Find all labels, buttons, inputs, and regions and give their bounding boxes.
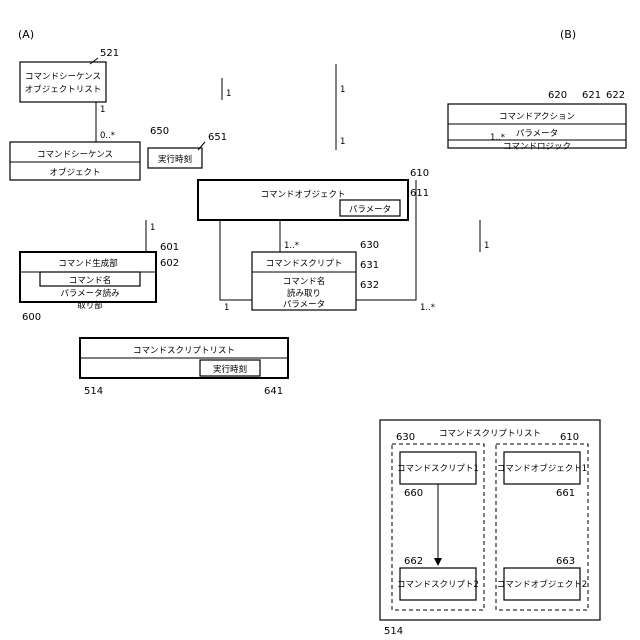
ref-number: 622 <box>606 90 625 101</box>
attr-read-parameter: パラメータ <box>283 300 325 310</box>
ref-number: 610 <box>410 168 429 179</box>
ref-number: 651 <box>208 132 227 143</box>
multiplicity: 1 <box>484 241 489 251</box>
ref-number: 630 <box>360 240 379 251</box>
label: コマンド生成部 <box>58 258 118 269</box>
attr-execution-time: 実行時刻 <box>158 154 192 165</box>
label-line: コマンドシーケンス <box>25 72 101 82</box>
attr-command-logic: コマンドロジック <box>503 142 571 152</box>
command-script-list-diagram-b: コマンドスクリプトリスト 514 630 610 コマンドスクリプト1 660 … <box>380 420 600 637</box>
attr-param-reader: 取り部 <box>77 300 103 311</box>
script2-label: コマンドスクリプト2 <box>397 580 479 590</box>
multiplicity: 1 <box>340 85 345 95</box>
ref-number: 600 <box>22 312 41 323</box>
ref-number: 641 <box>264 386 283 397</box>
label: コマンドオブジェクト <box>260 189 345 200</box>
label-line: コマンドシーケンス <box>37 150 113 160</box>
ref-number: 660 <box>404 488 423 499</box>
multiplicity: 1..* <box>490 133 505 143</box>
attr-command-name: コマンド名 <box>69 275 112 286</box>
multiplicity: 1 <box>150 223 155 233</box>
ref-number: 521 <box>100 48 119 59</box>
label: コマンドアクション <box>499 112 575 122</box>
label: コマンドスクリプトリスト <box>133 346 235 356</box>
ref-number: 663 <box>556 556 575 567</box>
ref-number: 514 <box>384 626 403 637</box>
attr-parameter: パラメータ <box>516 129 558 139</box>
command-object: コマンドオブジェクト パラメータ 610 611 <box>198 168 429 220</box>
label: コマンドスクリプト <box>266 259 343 269</box>
command-sequence-object: コマンドシーケンス オブジェクト 実行時刻 650 651 <box>10 126 227 180</box>
ref-number: 650 <box>150 126 169 137</box>
label-line: オブジェクト <box>49 167 100 178</box>
ref-number: 611 <box>410 188 429 199</box>
section-label-a: (A) <box>18 28 34 41</box>
command-generator: コマンド生成部 コマンド名 パラメータ読み 取り部 600 601 602 <box>20 242 179 323</box>
multiplicity: 1 <box>226 89 231 99</box>
multiplicity: 1 <box>100 105 105 115</box>
ref-number: 601 <box>160 242 179 253</box>
command-script-list: コマンドスクリプトリスト 実行時刻 514 641 <box>80 338 288 397</box>
multiplicity: 1..* <box>284 241 299 251</box>
ref-number: 610 <box>560 432 579 443</box>
attr-param-reader: パラメータ読み <box>60 288 120 299</box>
object2-label: コマンドオブジェクト2 <box>497 579 587 590</box>
ref-number: 631 <box>360 260 379 271</box>
attr-parameter: パラメータ <box>349 205 391 215</box>
multiplicity: 1 <box>340 137 345 147</box>
command-sequence-object-list: コマンドシーケンス オブジェクトリスト 521 <box>20 48 119 102</box>
script1-label: コマンドスクリプト1 <box>397 464 479 474</box>
attr-read-parameter: 読み取り <box>287 288 321 299</box>
ref-number: 661 <box>556 488 575 499</box>
multiplicity: 1 <box>224 303 229 313</box>
attr-command-name: コマンド名 <box>283 276 326 287</box>
ref-number: 630 <box>396 432 415 443</box>
attr-execution-time: 実行時刻 <box>213 364 247 375</box>
outer-title: コマンドスクリプトリスト <box>439 429 541 439</box>
ref-number: 621 <box>582 90 601 101</box>
ref-number: 632 <box>360 280 379 291</box>
ref-number: 662 <box>404 556 423 567</box>
ref-number: 620 <box>548 90 567 101</box>
multiplicity: 0..* <box>100 131 115 141</box>
ref-number: 514 <box>84 386 103 397</box>
section-label-b: (B) <box>560 28 576 41</box>
label-line: オブジェクトリスト <box>25 84 102 95</box>
ref-number: 602 <box>160 258 179 269</box>
multiplicity: 1..* <box>420 303 435 313</box>
object1-label: コマンドオブジェクト1 <box>497 463 587 474</box>
command-action: コマンドアクション パラメータ コマンドロジック 620 621 622 <box>448 90 626 152</box>
